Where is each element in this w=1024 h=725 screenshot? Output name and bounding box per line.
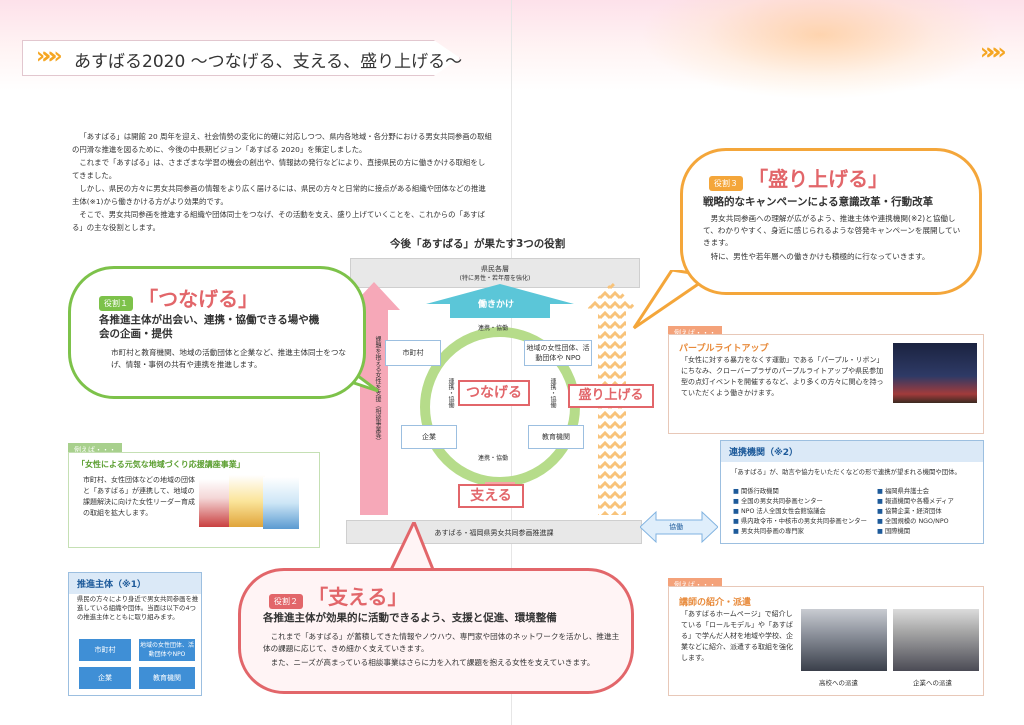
intro-paragraph: そこで、男女共同参画を推進する組織や団体同士をつなげ、その活動を支え、盛り上げて… bbox=[72, 210, 486, 232]
role2-title: 「支える」 bbox=[308, 585, 408, 609]
renkei-item: 協賛企業・経済団体 bbox=[877, 507, 981, 517]
diagram-top-label: 県民各層 bbox=[481, 265, 509, 273]
diagram-top-box: 県民各層 (特に男性・若年層を強化) bbox=[350, 258, 640, 288]
role3-tag: 役割３ bbox=[709, 176, 743, 191]
example-purple-title: パープルライトアップ bbox=[679, 344, 769, 354]
node-groups: 地域の女性団体、活動団体や NPO bbox=[524, 340, 592, 366]
example-left-title: 「女性による元気な地域づくり応援講座事業」 bbox=[77, 460, 245, 469]
role2-heading: 各推進主体が効果的に活動できるよう、支援と促進、環境整備 bbox=[263, 612, 557, 624]
role3-body1: 男女共同参画への理解が広がるよう、推進主体や連携機関(※2)と協働して、わかりや… bbox=[703, 214, 961, 247]
suishin-tile: 教育機関 bbox=[139, 667, 195, 689]
flyer-image bbox=[199, 479, 233, 527]
renkei-item: 国際機関 bbox=[877, 527, 981, 537]
intro-text: 「あすばる」は開館 20 周年を迎え、社会情勢の変化に的確に対応しつつ、県内各地… bbox=[72, 130, 492, 234]
role3-body2: 特に、男性や若年層への働きかけも積極的に行なっていきます。 bbox=[710, 252, 930, 261]
example-purple-card: パープルライトアップ 「女性に対する暴力をなくす運動」である「パープル・リボン」… bbox=[668, 334, 984, 434]
renkei-item: 関係行政機関 bbox=[733, 487, 873, 497]
example-left-card: 「女性による元気な地域づくり応援講座事業」 市町村、女性団体などの地域の団体と「… bbox=[68, 452, 320, 548]
renkei-item: 男女共同参画の専門家 bbox=[733, 527, 873, 537]
suishin-tile: 市町村 bbox=[79, 639, 131, 661]
renkei-list-left: 関係行政機関 全国の男女共同参画センター NPO 法人全国女性会館協議会 県内政… bbox=[733, 487, 873, 537]
purple-lightup-photo bbox=[893, 343, 977, 403]
node-school: 教育機関 bbox=[528, 425, 584, 449]
chevron-right-icon: »»» bbox=[36, 44, 62, 69]
example-lecturer-body: 「あすばるホームページ」で紹介している「ロールモデル」や「あすばる」で学んだ人材… bbox=[681, 610, 793, 662]
renkei-item: 全国規模の NGO/NPO bbox=[877, 517, 981, 527]
flyer-image bbox=[229, 475, 265, 527]
header-glow bbox=[640, 0, 1000, 100]
example-left-body: 市町村、女性団体などの地域の団体と「あすばる」が連携して、地域の課題解決に向けた… bbox=[83, 476, 195, 517]
diagram-title: 今後「あすばる」が果たす3つの役割 bbox=[390, 238, 566, 250]
moriageru-label: 盛り上げる bbox=[568, 384, 654, 408]
role3-bubble: 役割３ 「盛り上げる」 戦略的なキャンペーンによる意識改革・行動改革 男女共同参… bbox=[680, 148, 982, 295]
role1-title: 「つなげる」 bbox=[138, 287, 259, 311]
renkei-item: 全国の男女共同参画センター bbox=[733, 497, 873, 507]
role2-tag: 役割２ bbox=[269, 594, 303, 609]
example-purple-body: 「女性に対する暴力をなくす運動」である「パープル・リボン」にちなみ、クローバープ… bbox=[681, 356, 884, 397]
node-company: 企業 bbox=[401, 425, 457, 449]
suishin-tile: 地域の女性団体、活動団体やNPO bbox=[139, 639, 195, 661]
chevron-right-icon: »»» bbox=[980, 40, 1006, 65]
role1-tag: 役割１ bbox=[99, 296, 133, 311]
flyer-image bbox=[263, 477, 299, 529]
ring-label-left: 連携・協働 bbox=[447, 378, 454, 408]
renkei-box: 連携機関（※2） 「あすばる」が、助言や協力をいただくなどの形で連携が望まれる機… bbox=[720, 440, 984, 544]
intro-paragraph: これまで「あすばる」は、さまざまな学習の機会の創出や、情報誌の発行などにより、直… bbox=[72, 158, 486, 180]
suishin-box: 推進主体（※1） 県民の方々により身近で男女共同参画を推進している組織や団体。当… bbox=[68, 572, 202, 696]
kyodo-label: 協働 bbox=[669, 523, 683, 531]
role2-body2: また、ニーズが高まっている相談事業はさらに力を入れて課題を抱える女性を支えていき… bbox=[270, 658, 595, 667]
ring-label-right: 連携・協働 bbox=[549, 378, 556, 408]
role3-title: 「盛り上げる」 bbox=[748, 167, 889, 191]
example-lecturer-title: 講師の紹介・派遣 bbox=[679, 598, 752, 608]
hatarakikake-arrow bbox=[426, 284, 574, 318]
role3-heading: 戦略的なキャンペーンによる意識改革・行動改革 bbox=[703, 196, 934, 208]
lecture-photo-school bbox=[801, 609, 887, 671]
sasaeru-label: 支える bbox=[458, 484, 524, 508]
ring-label-top: 連携・協働 bbox=[478, 325, 509, 332]
tsunageru-label: つなげる bbox=[458, 380, 530, 406]
role1-heading: 各推進主体が出会い、連携・協働できる場や機会の企画・提供 bbox=[99, 314, 320, 340]
renkei-body: 「あすばる」が、助言や協力をいただくなどの形で連携が望まれる機関や団体。 bbox=[731, 468, 961, 476]
caption-school: 高校への派遣 bbox=[819, 679, 858, 687]
renkei-item: 報道機関や各種メディア bbox=[877, 497, 981, 507]
suishin-body: 県民の方々により身近で男女共同参画を推進している組織や団体。当面は以下の4つの推… bbox=[77, 595, 199, 621]
intro-paragraph: 「あすばる」は開館 20 周年を迎え、社会情勢の変化に的確に対応しつつ、県内各地… bbox=[72, 132, 492, 154]
page-fold-line bbox=[511, 0, 512, 725]
renkei-item: 県内政令市・中核市の男女共同参画センター bbox=[733, 517, 873, 527]
title-bar bbox=[22, 40, 460, 76]
role2-bubble: 役割２ 「支える」 各推進主体が効果的に活動できるよう、支援と促進、環境整備 こ… bbox=[238, 568, 634, 694]
diagram-bottom-box: あすばる・福岡県男女共同参画推進課 bbox=[346, 520, 642, 544]
intro-paragraph: しかし、県民の方々に男女共同参画の情報をより広く届けるには、県民の方々と日常的に… bbox=[72, 184, 486, 206]
kyodo-double-arrow bbox=[640, 510, 718, 544]
hatarakikake-label: 働きかけ bbox=[478, 300, 515, 310]
bubble-tail-red bbox=[387, 522, 437, 574]
page-title: あすばる2020 〜つなげる、支える、盛り上げる〜 bbox=[74, 52, 463, 72]
role1-bubble: 役割１ 「つなげる」 各推進主体が出会い、連携・協働できる場や機会の企画・提供 … bbox=[68, 266, 366, 399]
example-lecturer-card: 講師の紹介・派遣 「あすばるホームページ」で紹介している「ロールモデル」や「あす… bbox=[668, 586, 984, 696]
node-city: 市町村 bbox=[385, 340, 441, 366]
ring-label-bottom: 連携・協働 bbox=[478, 455, 509, 462]
renkei-item: NPO 法人全国女性会館協議会 bbox=[733, 507, 873, 517]
role1-body: 市町村と教育機関、地域の活動団体と企業など、推進主体同士をつなげ、情報・事例の共… bbox=[111, 348, 347, 369]
diagram-top-sublabel: (特に男性・若年層を強化) bbox=[459, 275, 531, 282]
renkei-title: 連携機関（※2） bbox=[721, 441, 983, 462]
caption-company: 企業への派遣 bbox=[913, 679, 952, 687]
suishin-title: 推進主体（※1） bbox=[69, 573, 201, 594]
role2-body1: これまで「あすばる」が蓄積してきた情報やノウハウ、専門家や団体のネットワークを活… bbox=[263, 632, 620, 653]
renkei-list-right: 福岡県弁護士会 報道機関や各種メディア 協賛企業・経済団体 全国規模の NGO/… bbox=[877, 487, 981, 537]
lecture-photo-company bbox=[893, 609, 979, 671]
renkei-item: 福岡県弁護士会 bbox=[877, 487, 981, 497]
suishin-tile: 企業 bbox=[79, 667, 131, 689]
